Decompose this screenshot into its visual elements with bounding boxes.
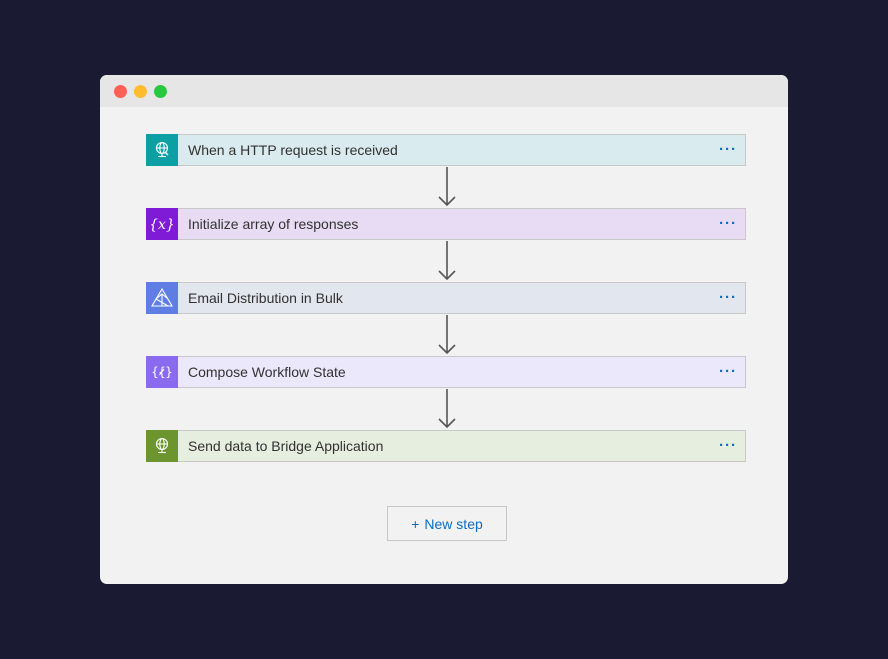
more-options-icon[interactable]: ···: [719, 141, 737, 158]
step-label: Send data to Bridge Application: [188, 438, 384, 454]
step-send-data[interactable]: Send data to Bridge Application ···: [146, 429, 746, 462]
minimize-window-button[interactable]: [134, 85, 147, 98]
svg-text:{x}: {x}: [151, 217, 173, 233]
step-compose-workflow[interactable]: { { } Compose Workflow State ···: [146, 355, 746, 388]
connector-arrow: [438, 241, 456, 281]
more-options-icon[interactable]: ···: [719, 437, 737, 454]
step-label: When a HTTP request is received: [188, 142, 398, 158]
app-window: When a HTTP request is received ··· {x} …: [100, 75, 788, 584]
email-distribution-icon: [146, 281, 178, 314]
connector-arrow: [438, 167, 456, 207]
connector-arrow: [438, 389, 456, 429]
more-options-icon[interactable]: ···: [719, 363, 737, 380]
connector-arrow: [438, 315, 456, 355]
new-step-button[interactable]: + New step: [387, 506, 507, 541]
variable-icon: {x}: [146, 207, 178, 240]
step-http-request[interactable]: When a HTTP request is received ···: [146, 133, 746, 166]
step-label: Compose Workflow State: [188, 364, 346, 380]
close-window-button[interactable]: [114, 85, 127, 98]
svg-text:{: {: [151, 365, 159, 379]
plus-icon: +: [411, 515, 420, 532]
new-step-label: New step: [424, 515, 483, 532]
http-request-icon: [146, 133, 178, 166]
more-options-icon[interactable]: ···: [719, 289, 737, 306]
step-label: Email Distribution in Bulk: [188, 290, 343, 306]
step-initialize-array[interactable]: {x} Initialize array of responses ···: [146, 207, 746, 240]
maximize-window-button[interactable]: [154, 85, 167, 98]
title-bar: [100, 75, 788, 107]
http-globe-icon: [146, 429, 178, 462]
step-email-distribution[interactable]: Email Distribution in Bulk ···: [146, 281, 746, 314]
more-options-icon[interactable]: ···: [719, 215, 737, 232]
compose-icon: { { }: [146, 355, 178, 388]
step-label: Initialize array of responses: [188, 216, 359, 232]
svg-text:}: }: [165, 365, 173, 379]
